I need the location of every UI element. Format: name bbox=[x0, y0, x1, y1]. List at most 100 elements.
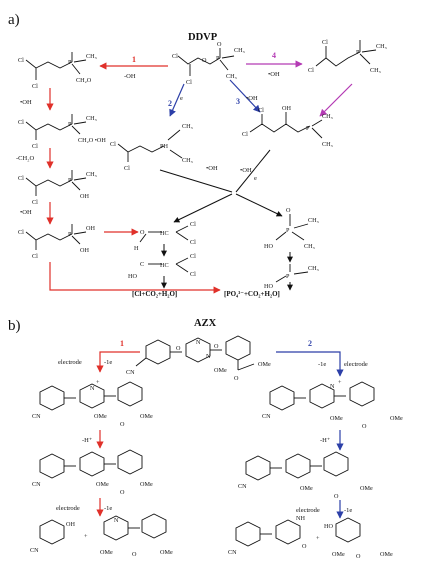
cond-electrode: electrode bbox=[344, 361, 368, 368]
cond-electrode: electrode bbox=[296, 507, 320, 514]
path3-arrow-a1 bbox=[229, 79, 261, 113]
ch3-label: CH₃ bbox=[322, 141, 333, 148]
ho-label: HO bbox=[128, 273, 137, 280]
ch3-label: CH₃ bbox=[308, 265, 319, 272]
cl-label: Cl bbox=[242, 131, 248, 138]
ph-label: PH bbox=[160, 143, 168, 150]
path3-label: 3 bbox=[236, 97, 240, 106]
ch3-label: CH₃ bbox=[304, 243, 315, 250]
ch3-label: CH₃ bbox=[182, 123, 193, 130]
cond-minus-h: -H⁺ bbox=[82, 437, 92, 444]
cl-label: Cl bbox=[110, 141, 116, 148]
cl-label: Cl bbox=[308, 67, 314, 74]
ome-label: OMe bbox=[330, 415, 343, 422]
cl-label: Cl bbox=[322, 39, 328, 46]
cond-e: e bbox=[180, 95, 183, 102]
cl-label: Cl bbox=[32, 199, 38, 206]
azx-right-int-1: CN N + OMe OMe O bbox=[262, 379, 403, 430]
ome-label: OMe bbox=[140, 413, 153, 420]
o-label: O bbox=[356, 553, 361, 560]
azx-title: AZX bbox=[194, 318, 217, 329]
ddvp-title: DDVP bbox=[188, 32, 218, 43]
cl-label: Cl bbox=[32, 253, 38, 260]
struct-a2: Cl Cl P CH₃ CH₂O •OH bbox=[18, 114, 106, 150]
azx-path2-arrow-1 bbox=[276, 351, 344, 377]
c-label: C bbox=[140, 261, 144, 268]
panel-b: b) AZX CN O N N O OMe O OMe 1 electrode … bbox=[8, 318, 403, 560]
h-label: H bbox=[134, 245, 139, 252]
plus-label: + bbox=[96, 379, 100, 386]
ome-label: OMe bbox=[140, 481, 153, 488]
azx-right-products: CN NH O + HO OMe OMe O bbox=[228, 515, 393, 560]
o-label: O bbox=[120, 421, 125, 428]
oh-label: OH bbox=[86, 225, 95, 232]
cl-label: Cl bbox=[32, 143, 38, 150]
n-label: N bbox=[196, 339, 201, 346]
ome-label: OMe bbox=[100, 549, 113, 556]
azx-structure: CN O N N O OMe O OMe bbox=[126, 335, 271, 382]
cond-oh-radical: •OH bbox=[20, 99, 32, 106]
o-label: O bbox=[334, 493, 339, 500]
cn-label: CN bbox=[228, 549, 237, 556]
cn-label: CN bbox=[262, 413, 271, 420]
oh-label: OH bbox=[80, 193, 89, 200]
converge-line-left bbox=[159, 169, 233, 193]
cl-label: Cl bbox=[18, 57, 24, 64]
ho-label: HO bbox=[324, 523, 333, 530]
ome-label: OMe bbox=[258, 361, 271, 368]
p-label: P bbox=[286, 273, 290, 280]
ch3-label: CH₃ bbox=[370, 67, 381, 74]
plus-label: + bbox=[338, 379, 342, 386]
o-label: O bbox=[214, 343, 219, 350]
cond-minus-e: -1e bbox=[104, 359, 112, 366]
p-label: P bbox=[306, 125, 310, 132]
ome-label: OMe bbox=[360, 485, 373, 492]
oh-label: OH bbox=[282, 105, 291, 112]
azx-left-int-1: CN N + OMe OMe O bbox=[32, 379, 153, 428]
ch3-label: CH₃ bbox=[86, 171, 97, 178]
azx-path1-arrow-1 bbox=[96, 351, 140, 373]
p-label: P bbox=[286, 227, 290, 234]
branch-arrow-left bbox=[173, 193, 233, 223]
product-right: [PO₄³⁻+CO₂+H₂O] bbox=[224, 290, 280, 298]
azx-path1-label: 1 bbox=[120, 339, 124, 348]
ch3-label: CH₃ bbox=[226, 73, 237, 80]
ho-label: HO bbox=[264, 283, 273, 290]
cond-minus-e: -1e bbox=[344, 507, 352, 514]
cn-label: CN bbox=[238, 483, 247, 490]
p-label: P bbox=[68, 121, 72, 128]
cond-minus-e: -1e bbox=[104, 505, 112, 512]
converge-line-right bbox=[235, 149, 271, 193]
cl-label: Cl bbox=[190, 221, 196, 228]
panel-a: a) DDVP Cl Cl O P O CH₃ CH₃ 1 -OH bbox=[8, 12, 387, 298]
cl-label: Cl bbox=[190, 253, 196, 260]
ch2o-label: CH₂O bbox=[76, 77, 92, 84]
azx-left-int-2: CN OMe OMe O bbox=[32, 449, 153, 496]
p-label: P bbox=[216, 55, 220, 62]
ch3-label: CH₃ bbox=[234, 47, 245, 54]
oh-label: OH bbox=[80, 247, 89, 254]
cl-label: Cl bbox=[190, 239, 196, 246]
product-left: [Cl+CO₂+H₂O] bbox=[132, 290, 177, 298]
o-label: O bbox=[286, 207, 291, 214]
cond-oh-radical: •OH bbox=[246, 95, 258, 102]
struct-a4: Cl Cl P OH OH bbox=[18, 224, 95, 260]
struct-phos-2: P CH₃ HO bbox=[264, 264, 319, 290]
ch3-label: CH₃ bbox=[86, 115, 97, 122]
struct-phos-1: O P CH₃ CH₃ HO bbox=[264, 207, 319, 250]
ome-label: OMe bbox=[160, 549, 173, 556]
struct-a1: Cl Cl P CH₃ CH₂O bbox=[18, 52, 97, 90]
p-label: P bbox=[68, 231, 72, 238]
oh-label: OH bbox=[66, 521, 75, 528]
struct-a3: Cl Cl P CH₃ OH bbox=[18, 170, 97, 206]
cond-oh-radical: •OH bbox=[206, 165, 218, 172]
o-label: O bbox=[140, 229, 145, 236]
n-label: N bbox=[206, 353, 211, 360]
struct-acid: C HC Cl Cl HO bbox=[128, 253, 196, 280]
struct-a-ph: Cl Cl PH CH₃ CH₃ bbox=[110, 123, 193, 172]
ome-label: OMe bbox=[300, 485, 313, 492]
ome-label: OMe bbox=[380, 551, 393, 558]
branch-arrow-right bbox=[235, 193, 283, 217]
p-label: P bbox=[356, 49, 360, 56]
